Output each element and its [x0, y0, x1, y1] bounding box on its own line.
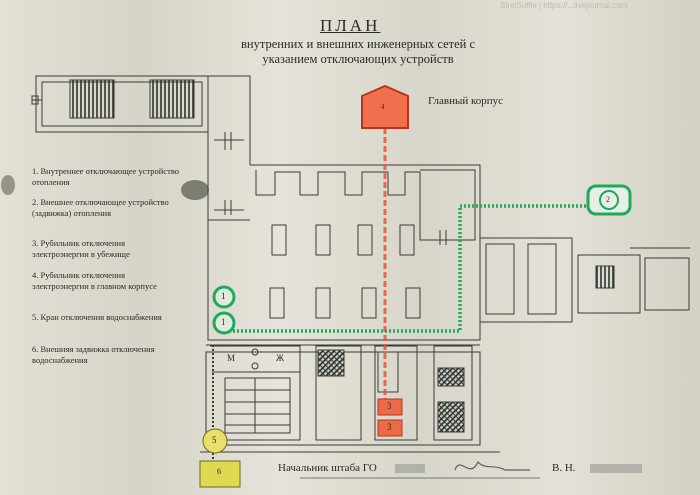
room-label-women: Ж — [276, 353, 285, 363]
room-label-men: М — [227, 353, 236, 363]
marker-4-label: 4 — [381, 103, 385, 111]
marker-5-label: 5 — [212, 435, 217, 445]
marker-3a-shelter-switch[interactable] — [377, 398, 403, 416]
heating-line — [225, 204, 588, 333]
legend-item-2: 2. Внешнее отключающее устройство (задви… — [32, 197, 169, 218]
main-building-label: Главный корпус — [428, 95, 504, 107]
marker-2-external-valve[interactable] — [586, 184, 632, 216]
signature — [454, 460, 530, 471]
main-block — [207, 164, 690, 341]
legend-item-5: 5. Кран отключения водоснабжения — [32, 312, 162, 322]
plan-title: ПЛАН — [320, 16, 381, 35]
bottom-block — [200, 344, 500, 453]
marker-6-label: 6 — [217, 467, 221, 476]
marker-2-label: 2 — [606, 195, 610, 204]
marker-1b-label: 1 — [221, 317, 226, 327]
marker-3b-label: 3 — [387, 422, 392, 432]
radiator — [149, 79, 195, 119]
plan-subtitle-1: внутренних и внешних инженерных сетей с — [240, 37, 475, 51]
legend-item-3: 3. Рубильник отключения электроэнергии в… — [32, 238, 130, 259]
marker-1a-internal-valve[interactable] — [212, 285, 236, 309]
chief-position: Начальник штаба ГО — [278, 462, 377, 474]
marker-1b-internal-valve[interactable] — [212, 311, 236, 335]
redacted-name — [395, 464, 425, 473]
marker-1a-label: 1 — [221, 291, 226, 301]
legend-item-4: 4. Рубильник отключения электроэнергии в… — [32, 270, 157, 291]
marker-5-water-tap[interactable] — [202, 428, 228, 454]
shelter-hatched-area — [437, 367, 465, 387]
legend-item-1: 1. Внутреннее отключающее устройство ото… — [32, 166, 180, 187]
radiator — [69, 79, 115, 119]
marker-3a-label: 3 — [387, 401, 392, 411]
left-wing — [31, 75, 251, 221]
marker-6-external-valve[interactable] — [199, 460, 241, 488]
marker-4-main-switch[interactable] — [361, 84, 409, 129]
shelter-hatched-area — [437, 401, 465, 433]
chief-initials: В. Н. — [552, 462, 576, 474]
marker-3b-shelter-switch[interactable] — [377, 419, 403, 437]
shelter-hatched-area — [317, 349, 345, 377]
redacted-surname — [590, 464, 642, 473]
legend-item-6: 6. Внешняя задвижка отключения водоснабж… — [32, 344, 155, 365]
plan-subtitle-2: указанием отключающих устройств — [262, 52, 454, 66]
watermark: StrelSuffle | https://...livejournal.com — [500, 1, 628, 10]
radiator — [595, 265, 615, 289]
